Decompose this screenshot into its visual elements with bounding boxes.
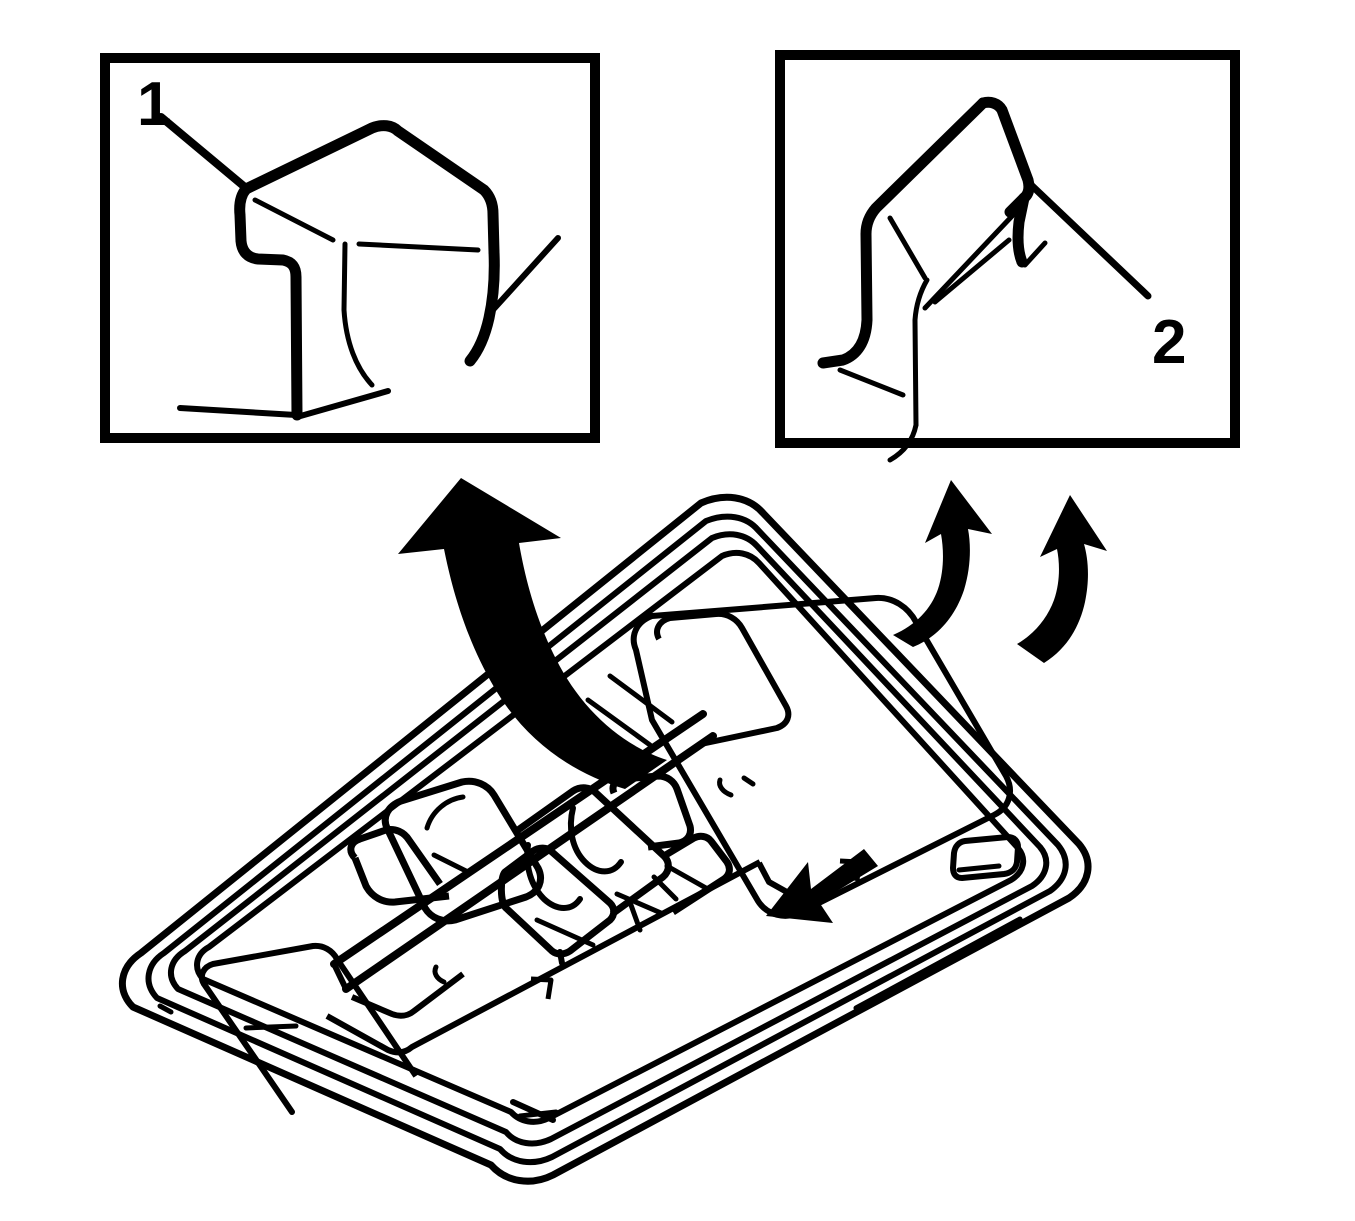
bottom-edge-tab bbox=[510, 1099, 556, 1123]
edge-retaining-tab-notch bbox=[956, 863, 1002, 873]
bulb-center-lamp-b bbox=[567, 805, 624, 875]
edge-retaining-tab bbox=[950, 834, 1021, 881]
lamp-housing-lip bbox=[167, 531, 1050, 1147]
lens-panel-edge-line-b bbox=[585, 697, 653, 748]
hook-tab-hook-tip bbox=[1012, 192, 1030, 268]
detail-box-2-label: 2 bbox=[1152, 308, 1186, 377]
bulb-housing-detail-line-b bbox=[614, 891, 664, 916]
left-lens-panel-edge bbox=[201, 981, 295, 1115]
retaining-clip-right-face bbox=[464, 246, 500, 367]
bulb-housing-base-line bbox=[557, 949, 565, 966]
panel-line-lower-left bbox=[177, 405, 299, 418]
lens-panel-edge-line-a bbox=[607, 673, 675, 725]
bulb-center-lamp-a bbox=[524, 842, 583, 911]
arrows-group bbox=[398, 478, 1107, 923]
bulb-housing-right-wall bbox=[662, 832, 733, 915]
left-lens-panel bbox=[198, 942, 419, 1078]
clip-front-vertical-line bbox=[341, 241, 375, 388]
bulb-socket-left-bulb bbox=[424, 794, 466, 831]
hook-tab-bottom-curve bbox=[887, 422, 919, 463]
detail-box-2: 2 bbox=[775, 50, 1240, 463]
retaining-clip-outline bbox=[234, 183, 303, 421]
detail-box-1-frame bbox=[100, 53, 600, 443]
clip-face-fold-line-right bbox=[356, 241, 481, 253]
housing-stub-line-c bbox=[853, 916, 1023, 1011]
hook-tab-base-line bbox=[837, 367, 906, 398]
detail-box-2-leader-line bbox=[1024, 178, 1152, 300]
tab-release-arrow-inner bbox=[893, 480, 992, 647]
hook-tab-inner-face-line bbox=[922, 211, 1017, 311]
retaining-clip-top-edge bbox=[240, 120, 500, 258]
bulb-socket-left-foot bbox=[351, 856, 450, 906]
hook-tab-inner-fold-a bbox=[887, 215, 928, 281]
detail-box-2-frame bbox=[775, 50, 1240, 448]
hook-tab-inner-face-line-2 bbox=[932, 237, 1012, 305]
detail-box-1-leader-line bbox=[157, 113, 250, 192]
tab-release-arrow-outer bbox=[1017, 495, 1107, 663]
hook-tab-tip-notch bbox=[1022, 240, 1048, 268]
lamp-bezel-outer-rim bbox=[118, 493, 1092, 1185]
housing-marking-c-lower bbox=[432, 964, 447, 985]
bulb-socket-left-inner-line bbox=[431, 852, 471, 875]
housing-marking-bracket-upper bbox=[741, 775, 756, 787]
housing-marking-c-upper bbox=[717, 777, 734, 798]
clip-face-fold-line-left bbox=[252, 197, 336, 243]
hook-tab-inner-fold-b bbox=[912, 277, 930, 428]
bulb-housing-detail-line-a bbox=[534, 917, 596, 948]
panel-line-lower-right bbox=[294, 388, 391, 420]
panel-line-right-upper bbox=[488, 235, 561, 315]
hook-tab-left-edge bbox=[817, 97, 989, 369]
lens-release-arrow-large bbox=[398, 478, 667, 789]
housing-stub-line-a bbox=[243, 1023, 299, 1031]
detail-box-1-label: 1 bbox=[137, 70, 171, 139]
lens-panel-hinge-rib bbox=[654, 610, 792, 747]
bulb-housing-detail-line-d bbox=[651, 874, 679, 902]
lamp-bezel-inner-rim bbox=[145, 513, 1069, 1166]
bulb-housing-center-top bbox=[515, 784, 672, 917]
housing-lower-panel-edge bbox=[325, 859, 762, 1056]
housing-marking-bracket-lower bbox=[530, 976, 554, 1000]
bulb-housing-center-outline bbox=[497, 844, 618, 958]
bulb-housing-detail-line-c bbox=[628, 902, 643, 933]
bulb-socket-left-body bbox=[381, 777, 544, 925]
housing-center-panel-edge bbox=[350, 971, 465, 1019]
bottom-edge-tab-face bbox=[517, 1109, 559, 1119]
housing-stub-line-b bbox=[157, 1003, 174, 1015]
detail-box-1: 1 bbox=[100, 53, 600, 443]
slide-arrow bbox=[766, 849, 878, 923]
housing-center-rib-end bbox=[331, 961, 349, 992]
bulb-housing-detail-line-e bbox=[664, 863, 709, 891]
